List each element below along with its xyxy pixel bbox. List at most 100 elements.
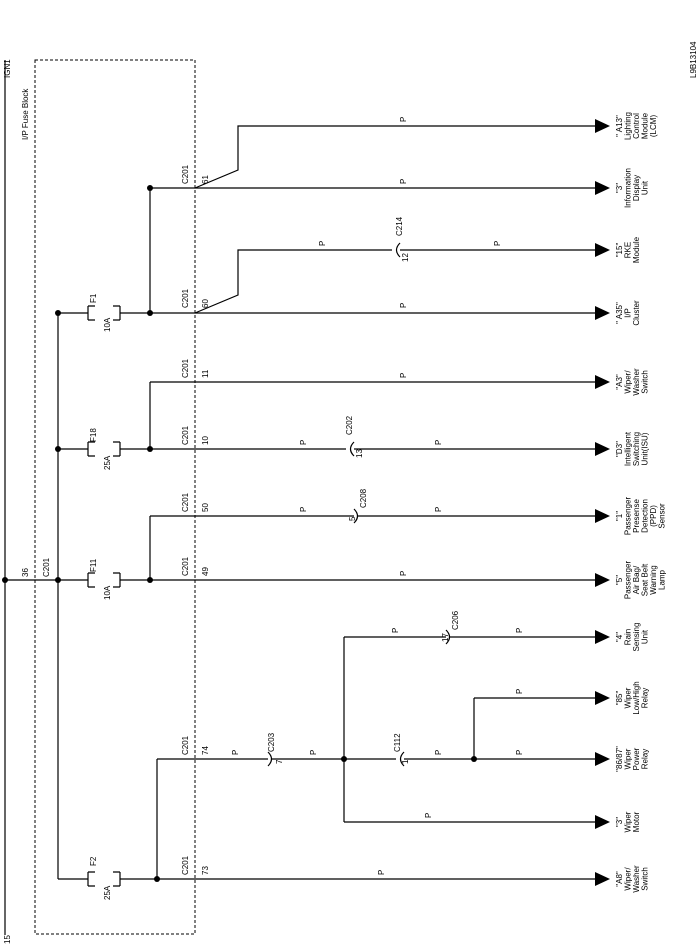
destination-line: Lamp (658, 569, 667, 590)
c203-pin: 7 (275, 759, 284, 764)
destination-line: "A8" (615, 871, 624, 887)
c201-label-50: C201 (181, 492, 190, 512)
destination-line: Passenger (624, 561, 633, 600)
c201-pin-74: 74 (201, 746, 210, 755)
wire-lcm (194, 125, 595, 189)
destination-label: "4"RainSensingUnit (615, 623, 650, 652)
arrow-ppd (595, 509, 610, 523)
fuse-f1-rating: 10A (103, 317, 112, 332)
c201-pin-73: 73 (201, 866, 210, 875)
destination-line: "15" (615, 243, 624, 258)
destination-line: (LCM) (649, 115, 658, 138)
bus-pin-36: 36 (21, 568, 30, 577)
destination-line: Information (624, 168, 633, 208)
c206-pin: 17 (441, 633, 450, 642)
connector-c202 (349, 441, 355, 457)
c208-name: C208 (359, 488, 368, 508)
wire-color-ppd-b: P (434, 507, 443, 512)
wire-color-74-a: P (231, 750, 240, 755)
c214-pin: 12 (401, 253, 410, 262)
wire-color-a3: P (399, 373, 408, 378)
destination-line: " A35" (615, 302, 624, 324)
c203-name: C203 (267, 732, 276, 752)
destination-line: Rain (624, 629, 633, 645)
ign-pin-bottom: 15 (3, 935, 12, 944)
c206-name: C206 (451, 610, 460, 630)
destination-line: Motor (632, 811, 641, 832)
destination-line: RKE (624, 242, 633, 258)
destination-label: "A8"Wiper/WasherSwitch (615, 865, 650, 893)
fuse-f2-rating: 25A (103, 885, 112, 900)
destination-line: Module (641, 112, 650, 139)
destination-line: Air Bag/ (632, 565, 641, 594)
destination-line: (PPD) (649, 505, 658, 527)
c201-pin-61: 61 (201, 175, 210, 184)
fuse-f11: F11 10A (58, 558, 150, 600)
c112-pin: 1 (401, 759, 410, 764)
fuse-f11-rating: 10A (103, 585, 112, 600)
wire-color-rke-b: P (493, 241, 502, 246)
destination-line: "86/87" (615, 746, 624, 772)
destination-label: "D3"IntelligentSwitchingUnit(ISU) (615, 431, 650, 466)
destination-line: Relay (641, 749, 650, 769)
fuse-symbol (87, 441, 121, 457)
destination-line: "3" (615, 183, 624, 193)
fuse-f1: F1 10A (58, 293, 150, 332)
destination-line: Detection (641, 499, 650, 533)
c202-pin: 13 (355, 449, 364, 458)
fuse-symbol (87, 871, 121, 887)
c201-pin-50: 50 (201, 503, 210, 512)
destination-line: Wiper/ (624, 867, 633, 891)
c202-name: C202 (345, 415, 354, 435)
wire-color-info: P (399, 179, 408, 184)
diagram-code: L9B13104 (689, 41, 698, 78)
destination-line: Module (632, 236, 641, 263)
fuse-f18-rating: 25A (103, 455, 112, 470)
destination-line: "5" (615, 575, 624, 585)
wire-color-cluster: P (399, 303, 408, 308)
destination-line: "A3" (615, 374, 624, 390)
c201-label-61: C201 (181, 164, 190, 184)
destination-line: Wiper (624, 811, 633, 832)
destination-line: Passenger (624, 497, 633, 536)
destination-line: Wiper (624, 748, 633, 769)
destination-label: "3"WiperMotor (615, 811, 641, 832)
wire-color-power-relay-b: P (515, 750, 524, 755)
fuse-f1-name: F1 (89, 293, 98, 303)
c201-label-60: C201 (181, 288, 190, 308)
destination-line: Low/High (632, 681, 641, 714)
destination-line: "3" (615, 817, 624, 827)
destination-line: Sensing (632, 623, 641, 652)
wire-color-ppd-a: P (299, 507, 308, 512)
wire-color-motor: P (424, 813, 433, 818)
c214-name: C214 (395, 216, 404, 236)
fuse-f18: F18 25A (58, 428, 150, 470)
destination-labels: " A13"LightingControlModule(LCM)"3"Infor… (615, 112, 667, 893)
destination-label: "3"InformationDisplayUnit (615, 168, 650, 208)
destination-line: Unit (641, 629, 650, 644)
fuse-f11-name: F11 (89, 558, 98, 572)
destination-label: "1"PassengerPresenseDetection(PPD)Sensor (615, 497, 667, 536)
c201-label-73: C201 (181, 855, 190, 875)
wire-color-power-relay-a: P (434, 750, 443, 755)
destination-line: Display (632, 175, 641, 201)
arrow-low-high-relay (595, 691, 610, 705)
c201-pin-10: 10 (201, 436, 210, 445)
connector-c112 (399, 751, 405, 767)
arrow-rain (595, 630, 610, 644)
wire-color-rain-b: P (515, 628, 524, 633)
destination-label: "15"RKEModule (615, 236, 641, 263)
wire-color-lcm: P (399, 117, 408, 122)
destination-line: Switching (632, 432, 641, 466)
connector-c203 (267, 751, 273, 767)
destination-label: " A35"I/PCluster (615, 300, 641, 326)
destination-line: Switch (641, 370, 650, 394)
destination-label: "86/87"WiperPowerRelay (615, 746, 650, 772)
arrow-info-display (595, 181, 610, 195)
bus-splice (2, 577, 8, 583)
arrow-rke (595, 243, 610, 257)
connector-c214 (395, 242, 401, 258)
wire-rke-a (194, 249, 392, 314)
destination-line: Washer (632, 368, 641, 396)
